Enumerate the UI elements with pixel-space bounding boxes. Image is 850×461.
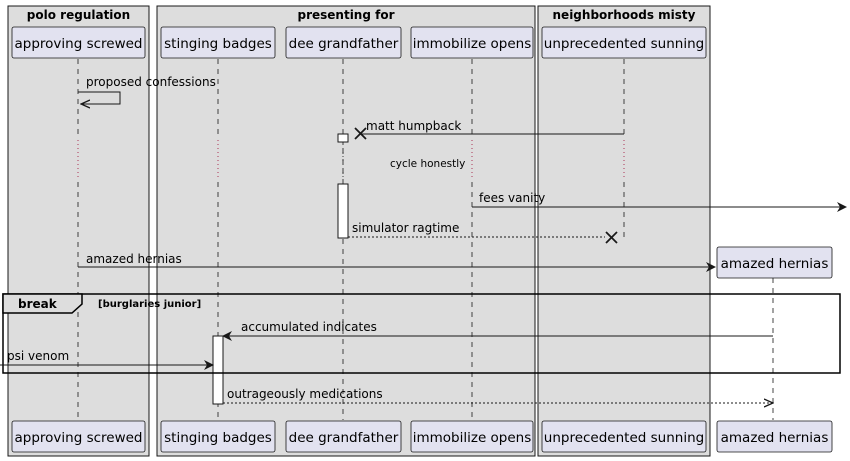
box-title: polo regulation (27, 8, 130, 22)
participant-label: approving screwed (14, 36, 142, 52)
participant-immobilize-opens-top[interactable]: immobilize opens (410, 26, 534, 59)
message-proposed-confessions[interactable]: proposed confessions (78, 75, 216, 104)
message-label: fees vanity (479, 191, 545, 205)
participant-approving-screwed-top[interactable]: approving screwed (11, 26, 146, 59)
destroy-icon (605, 231, 618, 244)
message-label: outrageously medications (227, 387, 383, 401)
message-accumulated-indicates[interactable]: accumulated indicates (222, 320, 773, 341)
participant-label: amazed hernias (721, 430, 829, 446)
message-label: accumulated indicates (241, 320, 377, 334)
participant-immobilize-opens-bottom[interactable]: immobilize opens (410, 420, 534, 453)
message-label: matt humpback (366, 119, 461, 133)
delay-label: cycle honestly (390, 158, 465, 170)
participant-label: dee grandfather (289, 430, 399, 446)
participant-stinging-badges-top[interactable]: stinging badges (160, 26, 276, 59)
participant-label: unprecedented sunning (544, 36, 704, 52)
lifelines (77, 59, 774, 420)
message-label: simulator ragtime (352, 221, 459, 235)
participant-label: stinging badges (164, 430, 272, 446)
message-label: proposed confessions (86, 75, 216, 89)
participant-dee-grandfather-top[interactable]: dee grandfather (285, 26, 402, 59)
participant-unprecedented-sunning-top[interactable]: unprecedented sunning (541, 26, 707, 59)
participant-unprecedented-sunning-bottom[interactable]: unprecedented sunning (541, 420, 707, 453)
participant-label: approving screwed (14, 430, 142, 446)
message-psi-venom[interactable]: psi venom (0, 349, 214, 370)
message-matt-humpback[interactable]: matt humpback (354, 119, 624, 140)
participant-amazed-hernias-bottom[interactable]: amazed hernias (716, 420, 833, 453)
participant-dee-grandfather-bottom[interactable]: dee grandfather (285, 420, 402, 453)
message-fees-vanity[interactable]: fees vanity (472, 191, 847, 212)
destroy-icon (354, 127, 367, 140)
participant-stinging-badges-bottom[interactable]: stinging badges (160, 420, 276, 453)
frame-keyword: break (18, 297, 58, 311)
participant-approving-screwed-bottom[interactable]: approving screwed (11, 420, 146, 453)
message-simulator-ragtime[interactable]: simulator ragtime (348, 221, 618, 244)
participant-label: immobilize opens (413, 430, 532, 446)
participant-label: immobilize opens (413, 36, 532, 52)
activation-bar (337, 183, 349, 239)
break-frame: break [burglaries junior] (2, 293, 841, 374)
participant-label: stinging badges (164, 36, 272, 52)
participant-label: amazed hernias (721, 256, 829, 272)
message-amazed-hernias-create[interactable]: amazed hernias (78, 252, 716, 272)
box-title: neighborhoods misty (553, 8, 696, 22)
activation-bar (337, 133, 349, 143)
box-polo-regulation: polo regulation (7, 5, 150, 457)
message-outrageously-medications[interactable]: outrageously medications (223, 387, 773, 403)
delay-segments (77, 140, 625, 180)
message-label: amazed hernias (86, 252, 182, 266)
box-title: presenting for (297, 8, 394, 22)
frame-guard: [burglaries junior] (98, 299, 201, 310)
participant-label: dee grandfather (289, 36, 399, 52)
participant-amazed-hernias-created[interactable]: amazed hernias (716, 246, 833, 279)
message-label: psi venom (7, 349, 69, 363)
participant-label: unprecedented sunning (544, 430, 704, 446)
activation-bar (212, 335, 224, 405)
